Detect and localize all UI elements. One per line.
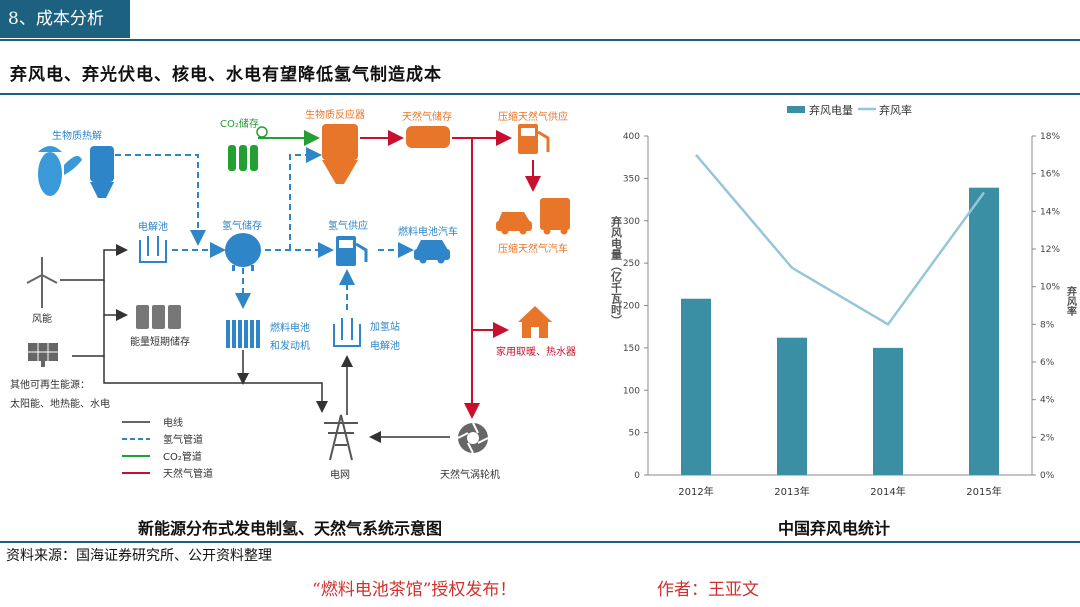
- chart-legend: 弃风电量 弃风率: [787, 103, 912, 117]
- y-left-tick-label: 50: [629, 429, 641, 439]
- cng-supply-label: 压缩天然气供应: [498, 110, 568, 123]
- y-left-tick-label: 250: [623, 259, 640, 269]
- hydrogen-station-label-1: 加氢站: [370, 320, 400, 333]
- publish-note: “燃料电池茶馆”授权发布！: [312, 580, 517, 600]
- diagram-legend: 电线 氢气管道 CO₂管道 天然气管道: [122, 416, 213, 480]
- power-lines: [60, 244, 450, 443]
- hydrogen-station-label-2: 电解池: [370, 339, 400, 352]
- diagram-caption: 新能源分布式发电制氢、天然气系统示意图: [138, 519, 443, 538]
- battery-icon: [136, 305, 181, 329]
- y-left-tick-label: 400: [623, 132, 640, 142]
- station-electrolyzer-icon: [333, 318, 361, 347]
- biomass-pyrolysis-label: 生物质热解: [52, 129, 102, 142]
- y-right-tick-label: 4%: [1040, 396, 1055, 406]
- y-left-tick-label: 150: [623, 344, 640, 354]
- chart-caption: 中国弃风电统计: [778, 519, 891, 538]
- chart-ticks: 0 50 100 150 200 250 300 350 400 0% 2% 4% 6% 8% 10% 12%…: [623, 132, 1077, 498]
- biomass-pyrolysis-icon: [38, 146, 114, 198]
- y-left-tick-label: 300: [623, 217, 640, 227]
- y-left-tick-label: 200: [623, 302, 640, 312]
- y-right-tick-label: 0%: [1040, 471, 1055, 481]
- bar-2013年: [777, 337, 807, 475]
- y-right-tick-label: 10%: [1040, 283, 1060, 293]
- fuel-cell-engine-label-2: 和发动机: [270, 339, 310, 352]
- energy-system-diagram: 生物质热解 CO₂储存 生物质反应器 天然气储存 压缩天然气供应 压缩天然气汽车…: [10, 108, 576, 481]
- legend-line-label: 弃风率: [879, 103, 912, 117]
- title-rule: [0, 93, 1080, 95]
- wind-turbine-icon: [26, 257, 58, 308]
- co2-storage-label: CO₂储存: [220, 117, 259, 130]
- co2-cylinders-icon: [228, 126, 268, 171]
- hydrogen-tank-icon: [225, 233, 261, 271]
- hydrogen-supply-label: 氢气供应: [328, 219, 368, 232]
- chart-bars: [681, 187, 999, 475]
- bar-2012年: [681, 298, 711, 475]
- legend-hydrogen-pipe: 氢气管道: [163, 433, 203, 446]
- legend-power-line: 电线: [163, 416, 183, 429]
- gas-storage-icon: [406, 126, 450, 148]
- y-right-axis-label: 弃风率: [1065, 285, 1077, 317]
- natural-gas-pipelines: [360, 130, 541, 419]
- fuel-cell-engine-label-1: 燃料电池: [270, 321, 310, 334]
- legend-bar-label: 弃风电量: [809, 103, 853, 117]
- y-right-tick-label: 12%: [1040, 245, 1060, 255]
- other-renewables-label-1: 其他可再生能源：: [10, 378, 90, 391]
- x-tick-label: 2013年: [774, 485, 809, 498]
- slide-title: 弃风电、弃光伏电、核电、水电有望降低氢气制造成本: [10, 65, 442, 85]
- y-left-label: 弃风电量（亿千瓦时）: [610, 215, 624, 326]
- y-right-tick-label: 2%: [1040, 433, 1055, 443]
- hydrogen-storage-label: 氢气储存: [222, 219, 262, 232]
- x-tick-label: 2012年: [678, 485, 713, 498]
- curtailment-rate-line: [695, 154, 986, 326]
- y-right-tick-label: 8%: [1040, 320, 1055, 330]
- gas-turbine-icon: [457, 422, 489, 454]
- curtailment-chart: 弃风电量 弃风率 弃风电量（亿千瓦时） 0 50 100 150 200 250 300 35…: [610, 103, 1077, 498]
- bar-2015年: [969, 187, 999, 475]
- bar-2014年: [873, 347, 903, 475]
- top-rule: [0, 39, 1080, 41]
- wind-label: 风能: [32, 312, 52, 325]
- solar-panel-icon: [28, 343, 58, 367]
- other-renewables-label-2: 太阳能、地热能、水电: [10, 397, 110, 410]
- electrolyzer-icon: [139, 236, 167, 263]
- bioreactor-label: 生物质反应器: [305, 108, 365, 121]
- gas-turbine-label: 天然气涡轮机: [440, 468, 500, 481]
- hydrogen-pump-icon: [336, 236, 368, 266]
- legend-co2-pipe: CO₂管道: [163, 450, 202, 463]
- fuel-cell-stack-icon: [226, 320, 260, 348]
- cng-vehicles-icon: [496, 198, 570, 235]
- grid-label: 电网: [330, 468, 350, 481]
- bottom-rule: [0, 541, 1080, 543]
- battery-label: 能量短期储存: [130, 335, 190, 348]
- bioreactor-icon: [322, 124, 358, 184]
- cng-vehicle-label: 压缩天然气汽车: [498, 242, 568, 255]
- y-right-tick-label: 16%: [1040, 170, 1060, 180]
- cng-pump-icon: [518, 124, 550, 154]
- house-icon: [518, 306, 552, 338]
- y-right-tick-label: 6%: [1040, 358, 1055, 368]
- section-tag: 8、成本分析: [0, 0, 130, 38]
- y-right-tick-label: 18%: [1040, 132, 1060, 142]
- gas-storage-label: 天然气储存: [402, 110, 452, 123]
- legend-gas-pipe: 天然气管道: [163, 467, 213, 480]
- x-tick-label: 2014年: [870, 485, 905, 498]
- power-grid-tower-icon: [324, 414, 358, 461]
- chart-line: [695, 154, 986, 326]
- x-tick-label: 2015年: [966, 485, 1001, 498]
- fuel-cell-vehicle-label: 燃料电池汽车: [398, 225, 458, 238]
- source-note: 资料来源：国海证券研究所、公开资料整理: [6, 548, 272, 564]
- home-heating-label: 家用取暖、热水器: [496, 345, 576, 358]
- hydrogen-pipelines: [115, 147, 414, 310]
- electrolyzer-label: 电解池: [138, 220, 168, 233]
- y-left-tick-label: 0: [634, 471, 640, 481]
- y-left-tick-label: 350: [623, 174, 640, 184]
- author-note: 作者：王亚文: [657, 580, 759, 600]
- fuel-cell-car-icon: [414, 240, 450, 264]
- y-left-tick-label: 100: [623, 386, 640, 396]
- y-right-tick-label: 14%: [1040, 207, 1060, 217]
